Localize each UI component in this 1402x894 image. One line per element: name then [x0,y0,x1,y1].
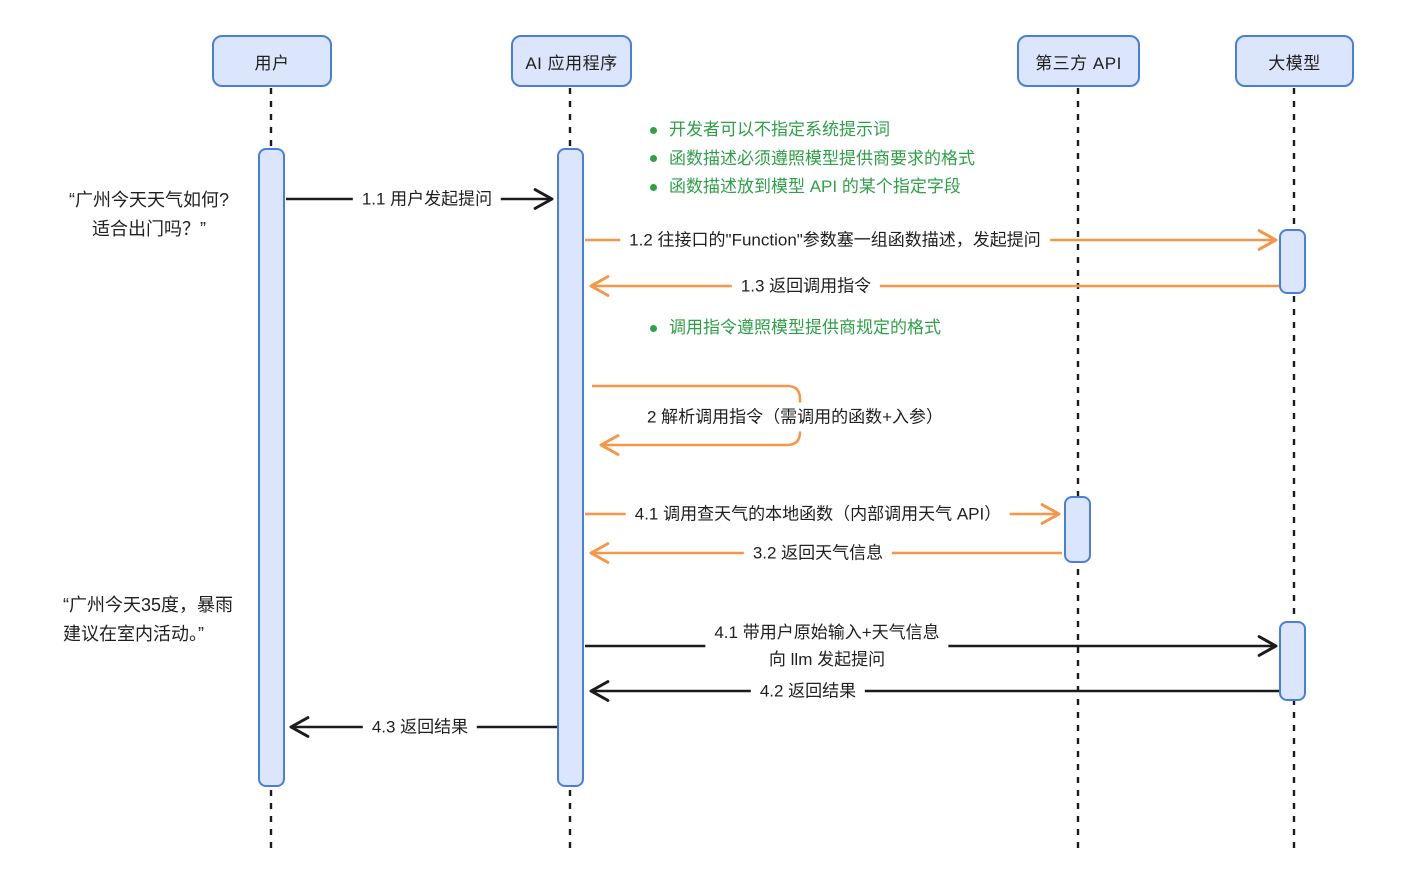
activation-bar-llm-first [1279,229,1306,294]
bullet-dot-icon [650,183,657,191]
activation-bar-api [1064,496,1091,563]
participant-box-llm: 大模型 [1235,35,1354,87]
participant-box-ai-app: AI 应用程序 [511,35,632,87]
note-text: 调用指令遵照模型提供商规定的格式 [669,318,941,337]
note-item: 函数描述放到模型 API 的某个指定字段 [650,173,975,202]
message-label-4-2: 4.2 返回结果 [750,676,866,706]
activation-bar-llm-second [1279,621,1306,701]
quote-user-question-line1: “广州今天天气如何? [68,190,229,210]
message-label-4-1-llm-line1: 4.1 带用户原始输入+天气信息 [714,623,940,642]
note-text: 开发者可以不指定系统提示词 [669,120,890,139]
note-item: 函数描述必须遵照模型提供商要求的格式 [650,145,975,174]
note-text: 函数描述放到模型 API 的某个指定字段 [669,177,961,196]
message-label-1-3: 1.3 返回调用指令 [731,271,881,301]
bullet-dot-icon [650,126,657,134]
participant-label-user: 用户 [254,53,290,73]
note-item: 调用指令遵照模型提供商规定的格式 [650,314,941,343]
quote-final-answer-line2: 建议在室内活动。” [63,624,204,644]
bullet-dot-icon [650,155,657,163]
bullet-dot-icon [650,324,657,332]
message-label-1-1: 1.1 用户发起提问 [352,184,502,214]
note-call-instruction-format: 调用指令遵照模型提供商规定的格式 [650,314,941,343]
participant-box-user: 用户 [212,35,332,87]
participant-label-third-party-api: 第三方 API [1035,53,1122,73]
note-text: 函数描述必须遵照模型提供商要求的格式 [669,148,975,168]
message-label-4-1-llm: 4.1 带用户原始输入+天气信息 向 llm 发起提问 [705,618,949,674]
message-label-4-1-llm-line2: 向 llm 发起提问 [768,650,886,669]
quote-final-answer: “广州今天35度，暴雨 建议在室内活动。” [63,591,233,649]
activation-bar-user [258,148,285,787]
note-function-description-rules: 开发者可以不指定系统提示词 函数描述必须遵照模型提供商要求的格式 函数描述放到模… [650,116,975,202]
quote-final-answer-line1: “广州今天35度，暴雨 [63,595,234,615]
activation-bar-app [557,148,584,787]
quote-user-question: “广州今天天气如何? 适合出门吗？” [42,186,256,244]
quote-user-question-line2: 适合出门吗？” [92,219,206,239]
message-label-1-2: 1.2 往接口的"Function"参数塞一组函数描述，发起提问 [620,225,1050,255]
message-label-4-1-api: 4.1 调用查天气的本地函数（内部调用天气 API） [625,499,1011,529]
message-label-2-self: 2 解析调用指令（需调用的函数+入参） [637,402,953,432]
message-label-3-2: 3.2 返回天气信息 [743,538,893,568]
participant-label-llm: 大模型 [1268,53,1321,73]
participant-box-third-party-api: 第三方 API [1017,35,1140,87]
participant-label-ai-app: AI 应用程序 [525,53,618,73]
note-item: 开发者可以不指定系统提示词 [650,116,975,145]
message-label-4-3: 4.3 返回结果 [362,712,478,742]
